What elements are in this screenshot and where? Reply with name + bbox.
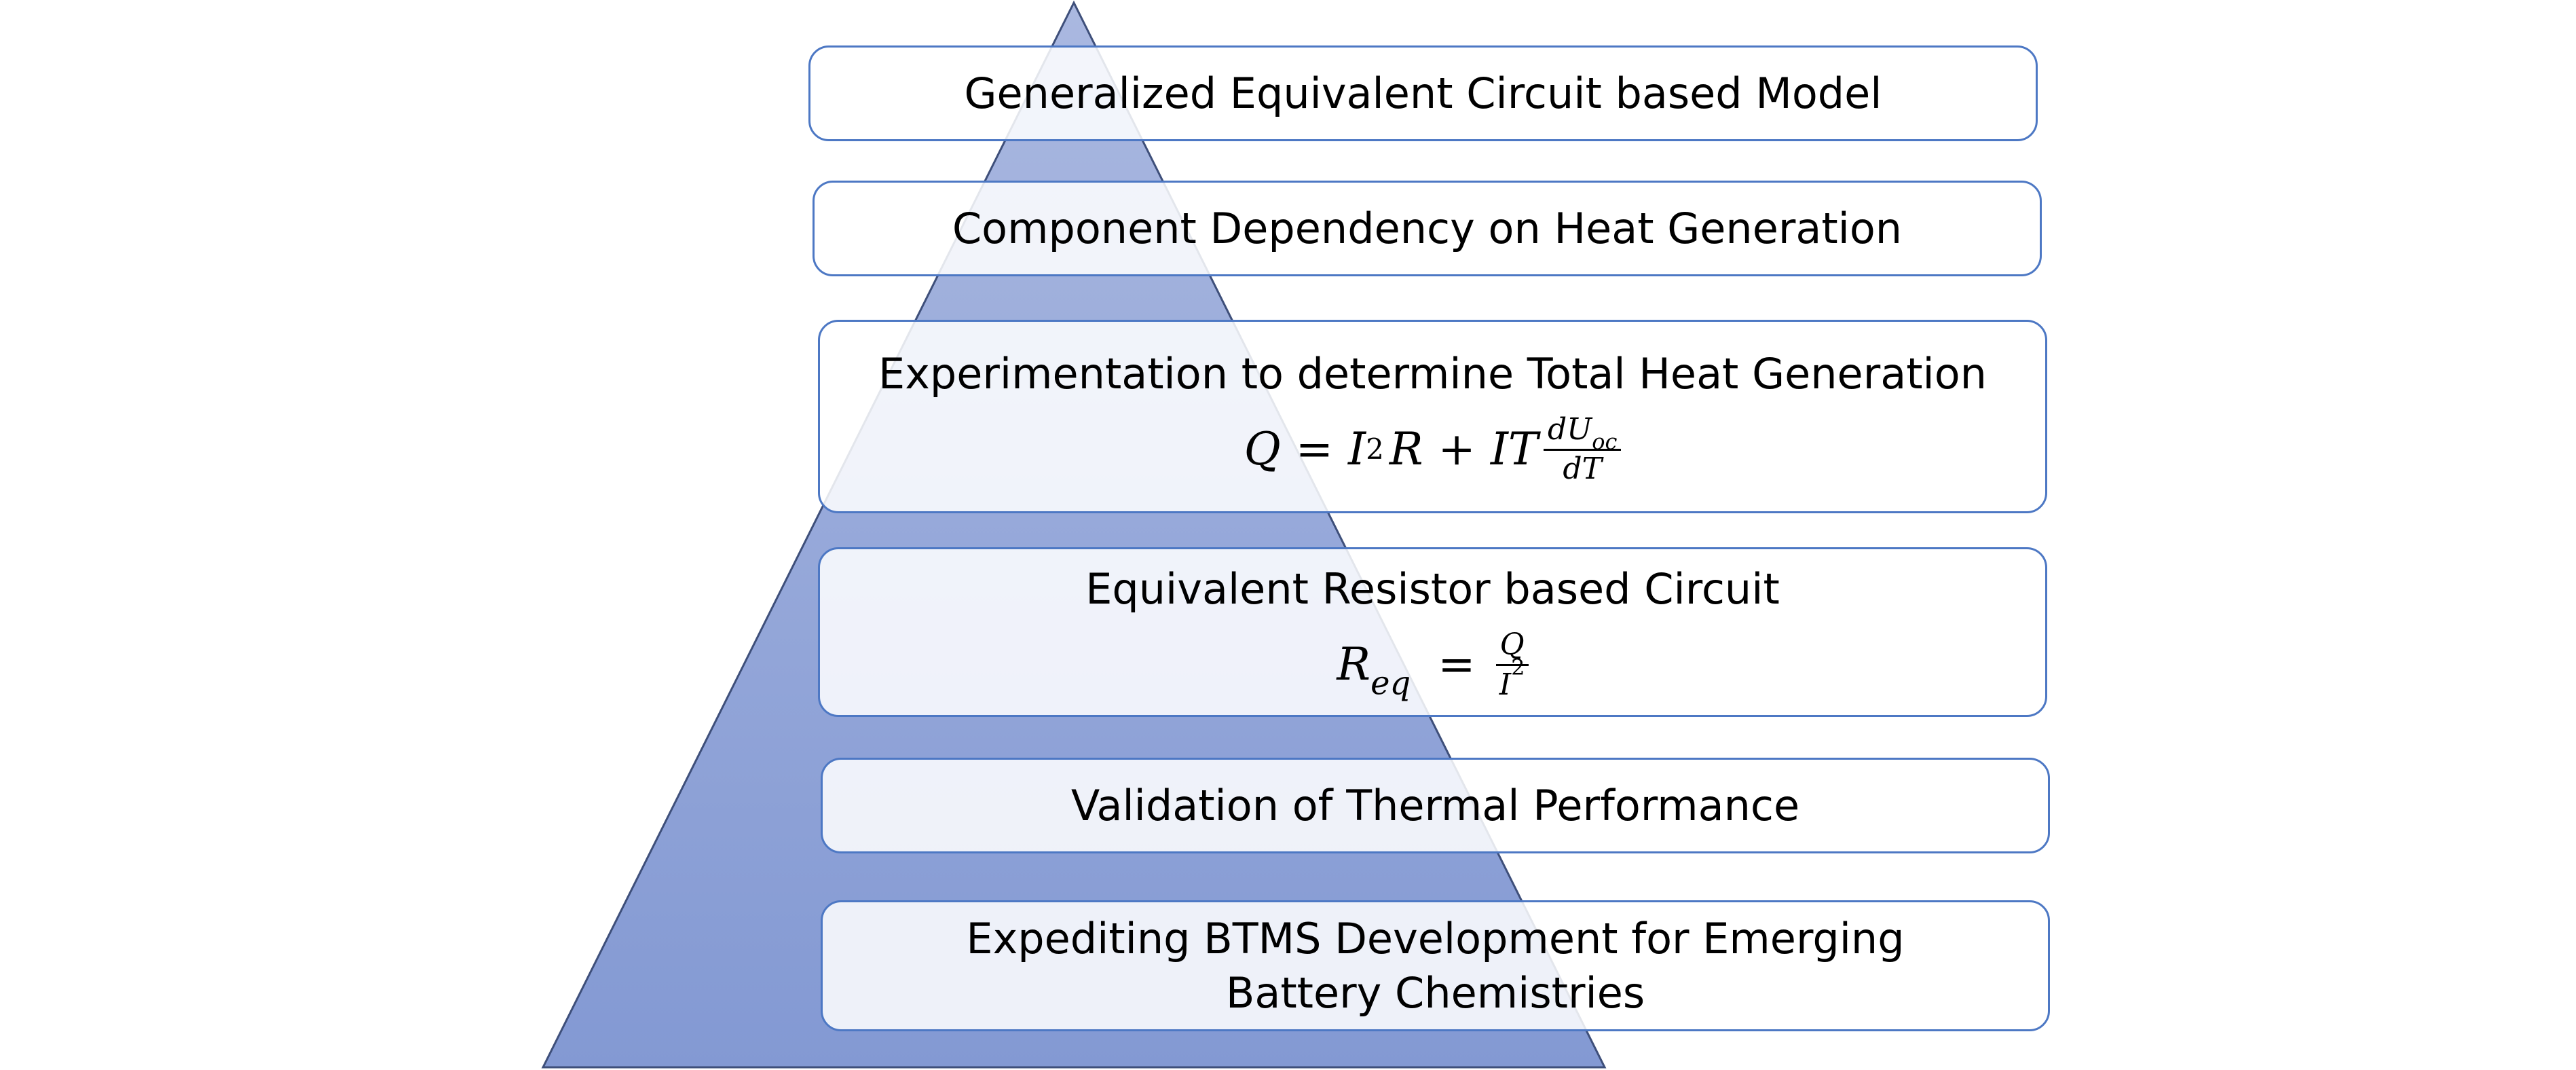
level-3-label: Experimentation to determine Total Heat … [878,348,1987,399]
level-6-box: Expediting BTMS Development for Emerging… [821,900,2050,1031]
heat-formula-resistance: R [1389,422,1423,475]
level-6-label: Expediting BTMS Development for Emerging… [966,914,1905,1018]
heat-fraction-numerator: dUoc [1543,412,1622,452]
level-1-label: Generalized Equivalent Circuit based Mod… [964,68,1882,118]
resistance-formula-equals: = [1438,638,1476,691]
heat-formula-current: I [1348,422,1366,475]
level-3-box: Experimentation to determine Total Heat … [818,320,2047,513]
level-2-box: Component Dependency on Heat Generation [813,181,2042,276]
heat-formula-plus: + [1438,422,1476,475]
level-5-box: Validation of Thermal Performance [821,758,2050,853]
heat-formula-fraction: dUoc dT [1543,412,1622,486]
heat-formula-equals: = [1295,422,1334,475]
heat-formula-lhs: Q [1244,422,1281,475]
level-2-label: Component Dependency on Heat Generation [952,203,1903,253]
level-5-label: Validation of Thermal Performance [1070,780,1800,830]
level-4-label: Equivalent Resistor based Circuit [1085,564,1780,614]
level-1-box: Generalized Equivalent Circuit based Mod… [808,45,2038,141]
resistance-formula-fraction: Q I2 [1495,628,1529,702]
heat-fraction-denominator: dT [1563,451,1602,486]
resistance-fraction-denominator: I2 [1499,654,1525,702]
heat-formula-term2: IT [1490,422,1538,475]
resistance-formula-lhs: Req [1337,638,1411,703]
resistance-fraction-numerator: Q [1495,628,1529,666]
equivalent-resistance-formula: Req = Q I2 [1337,628,1529,703]
level-4-box: Equivalent Resistor based Circuit Req = … [818,547,2047,717]
